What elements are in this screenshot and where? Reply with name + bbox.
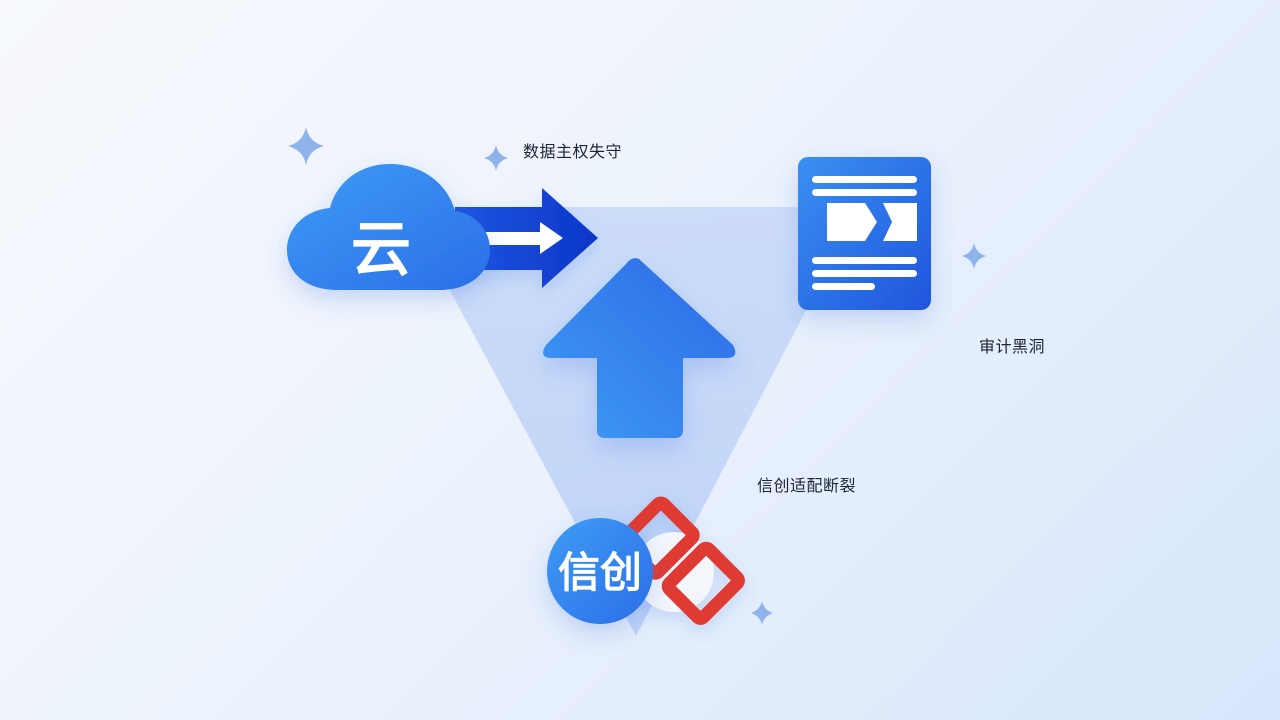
double-right-arrow-icon (455, 188, 598, 288)
broken-chain-icon (616, 496, 745, 625)
label-audit: 审计黑洞 (979, 337, 1046, 356)
sparkle-icon (288, 127, 324, 165)
label-sovereignty: 数据主权失守 (523, 142, 623, 161)
cloud-icon: 云 (287, 164, 490, 290)
sparkle-icon (751, 601, 773, 625)
xinchuang-badge-label: 信创 (558, 548, 642, 597)
up-arrow-icon (543, 258, 736, 438)
xinchuang-badge: 信创 (547, 518, 653, 624)
label-xinchuang-break: 信创适配断裂 (757, 476, 857, 495)
sparkle-icon (962, 243, 986, 269)
audit-document-icon (798, 157, 931, 310)
cloud-label: 云 (351, 215, 411, 285)
sparkle-icon (484, 145, 508, 171)
